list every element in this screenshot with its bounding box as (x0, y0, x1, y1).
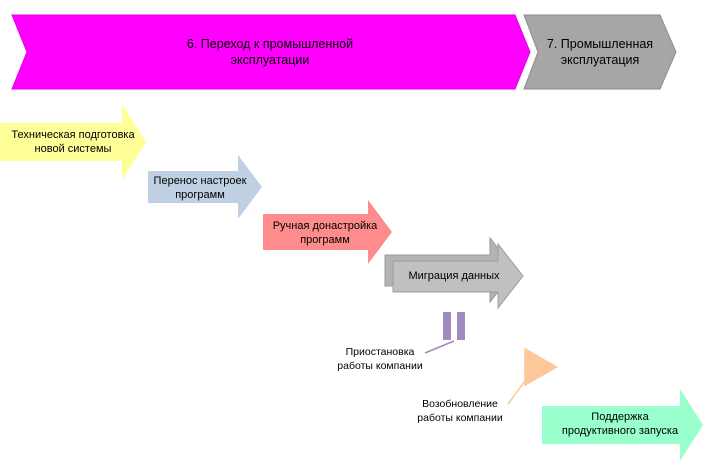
task-tuning-line-2: программ (300, 234, 350, 247)
task-tech-prep-line-2: новой системы (34, 143, 112, 156)
task-support-line-1: Поддержка (591, 411, 649, 423)
task-label-manual-tuning: Ручная донастройка программ (263, 219, 387, 248)
task-tech-prep-line-1: Техническая подготовка (11, 129, 135, 141)
task-migration-line-1: Миграция данных (408, 270, 500, 282)
task-arrow-tech-prep (0, 104, 146, 180)
phase-7-label: 7. Промышленная эксплуатация (532, 36, 668, 69)
phase-7-chevron (523, 14, 677, 90)
milestone-pause-label: Приостановка работы компании (320, 346, 440, 373)
task-arrow-manual-tuning (263, 200, 392, 264)
phase-6-chevron (11, 14, 531, 90)
pause-icon (443, 312, 465, 340)
task-settings-line-1: Перенос настроек (153, 175, 247, 187)
phase-6-label: 6. Переход к промышленной эксплуатации (150, 36, 390, 69)
phase-7-line-1: 7. Промышленная (546, 37, 654, 51)
resume-line-1: Возобновление (422, 398, 498, 410)
task-label-support: Поддержка продуктивного запуска (545, 410, 695, 439)
resume-callout-line (507, 369, 534, 405)
milestone-resume-label: Возобновление работы компании (400, 398, 520, 425)
resume-line-2: работы компании (417, 411, 503, 424)
phase-6-line-1: 6. Переход к промышленной (186, 37, 354, 51)
phase-7-line-2: эксплуатация (560, 53, 640, 68)
task-label-settings-transfer: Перенос настроек программ (148, 174, 252, 203)
phase-6-line-2: эксплуатации (230, 53, 310, 68)
task-arrow-support (542, 389, 703, 461)
pause-callout-line (424, 340, 455, 354)
task-label-tech-prep: Техническая подготовка новой системы (2, 128, 144, 157)
pause-line-2: работы компании (337, 359, 423, 372)
task-label-data-migration: Миграция данных (393, 269, 515, 283)
task-settings-line-2: программ (175, 189, 225, 202)
task-support-line-2: продуктивного запуска (561, 425, 679, 438)
pause-line-1: Приостановка (345, 346, 415, 358)
task-arrow-settings-transfer (148, 155, 262, 219)
task-arrow-data-migration (392, 242, 524, 310)
flag-icon (524, 348, 558, 386)
task-tuning-line-1: Ручная донастройка (272, 220, 378, 232)
